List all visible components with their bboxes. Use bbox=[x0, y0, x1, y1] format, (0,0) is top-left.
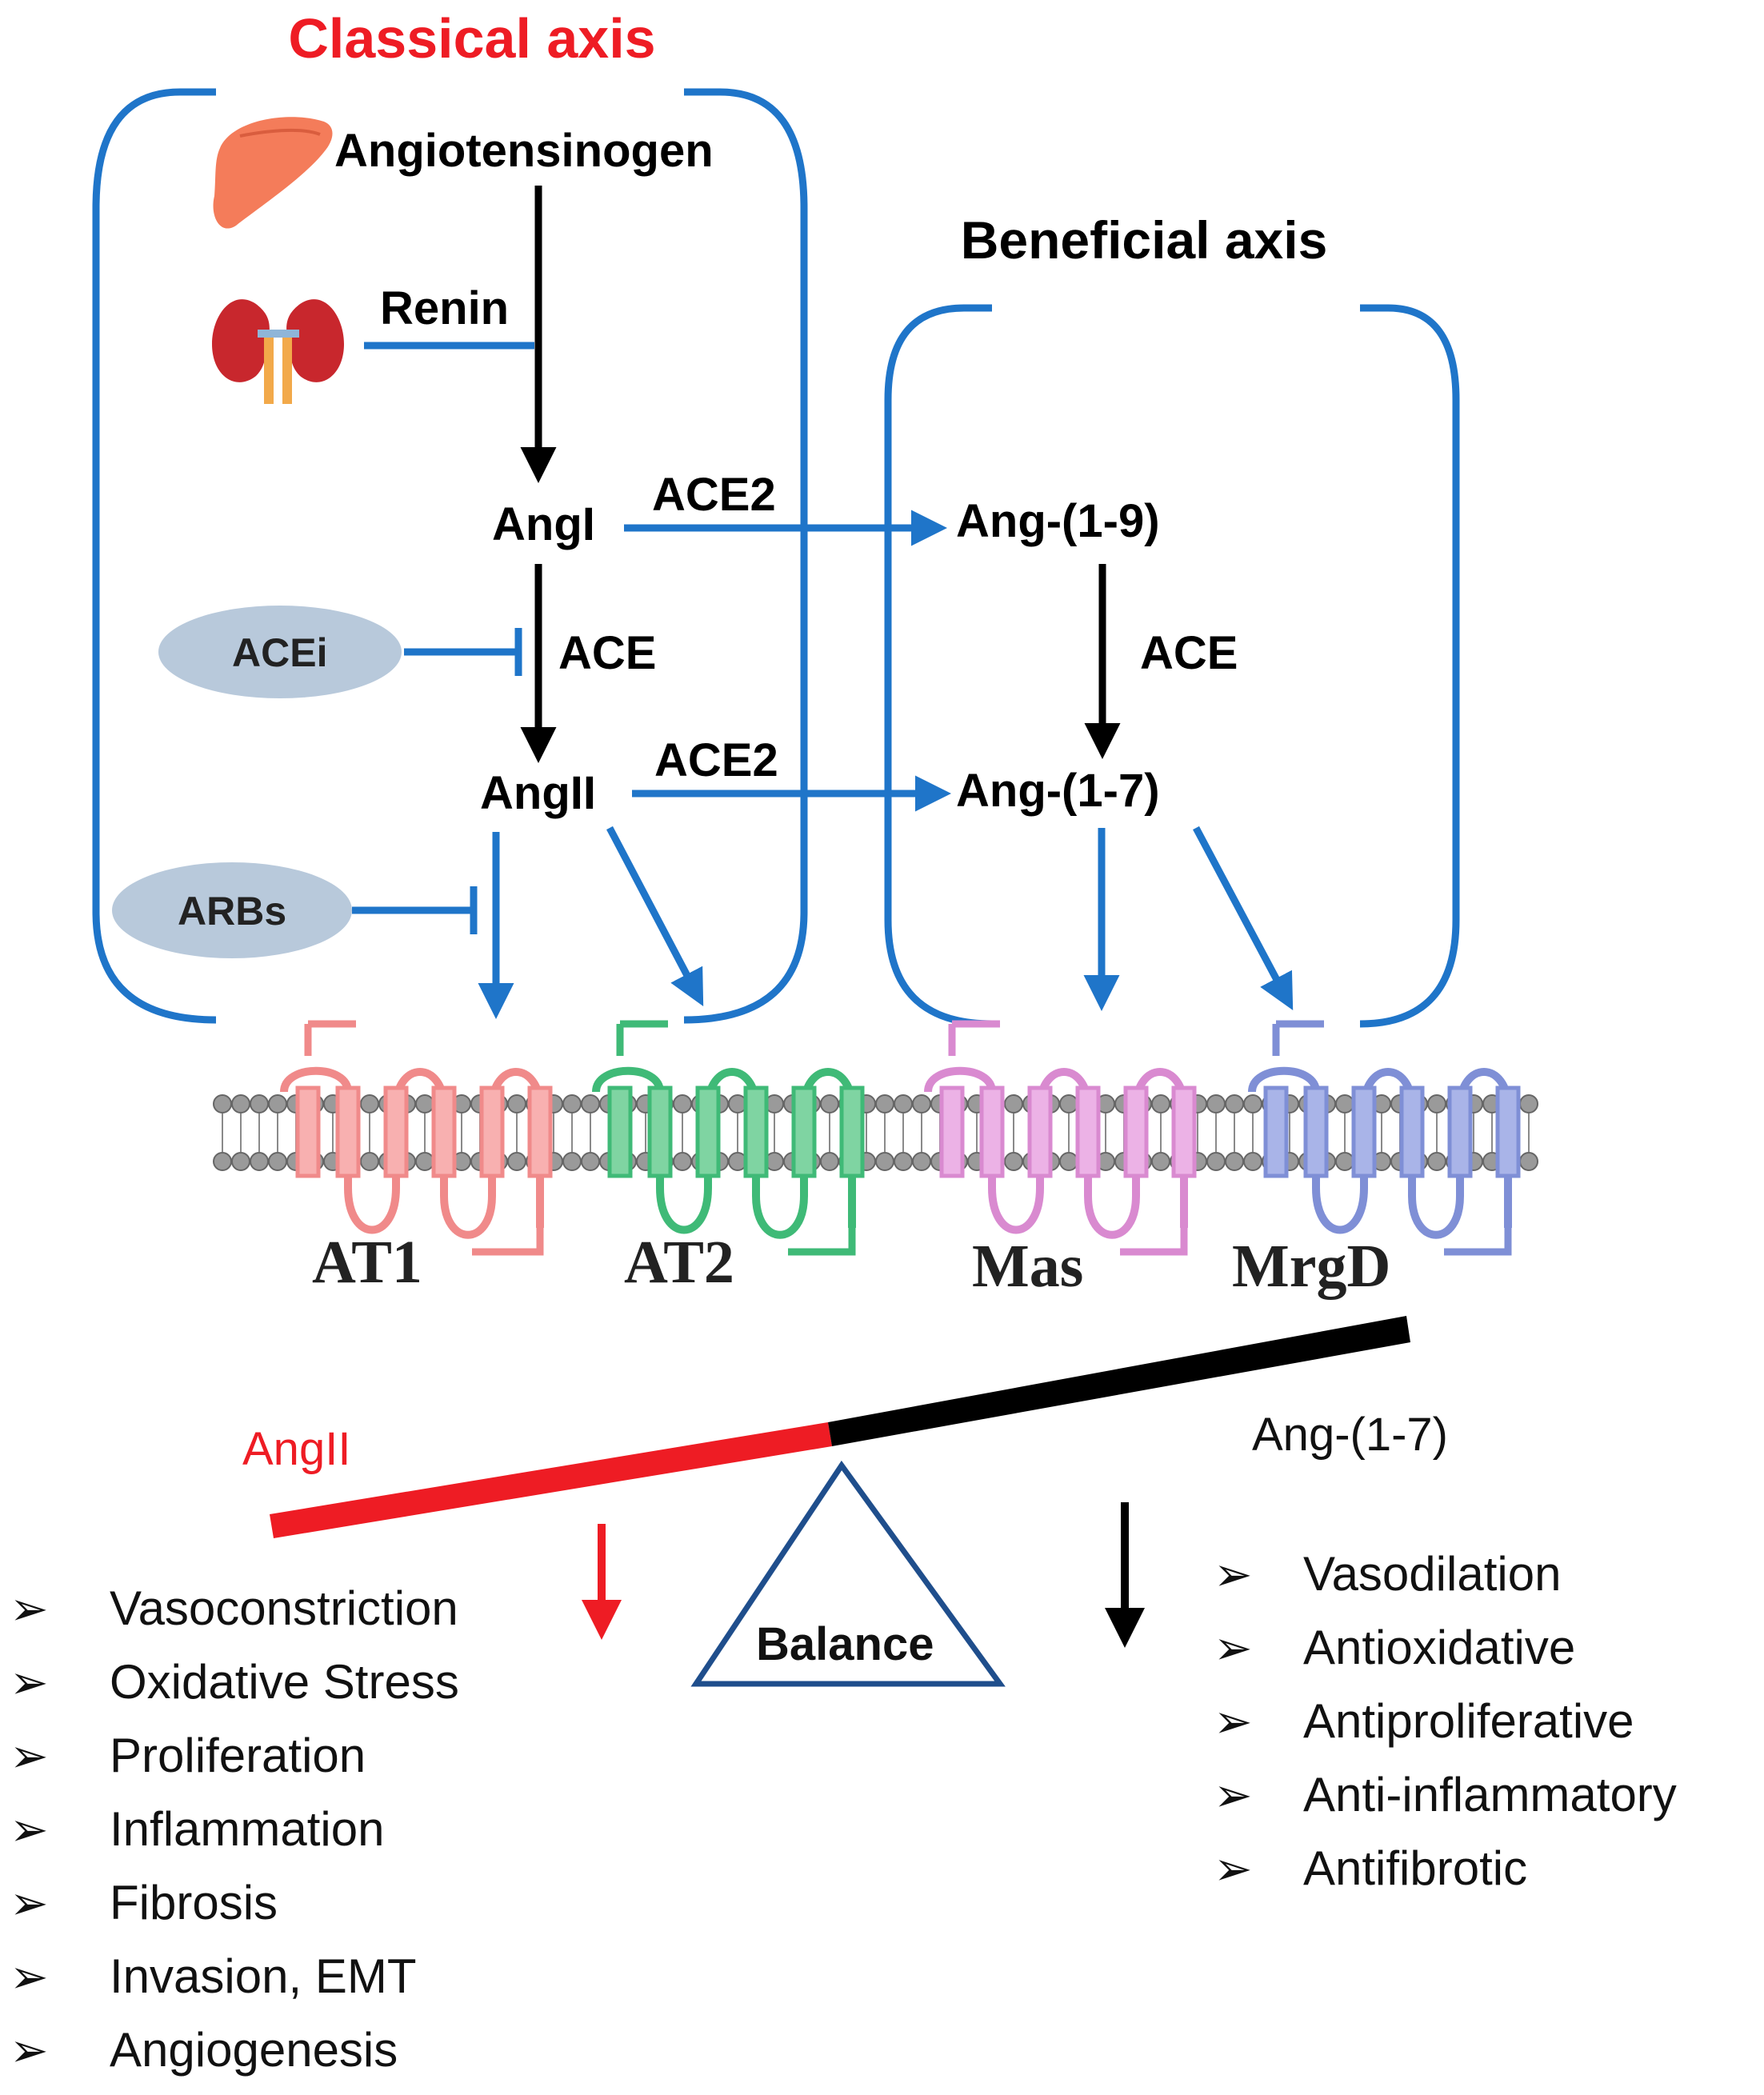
angii-label: AngII bbox=[480, 767, 596, 819]
bullet-arrow-icon: ➢ bbox=[1214, 1694, 1253, 1749]
bullet-arrow-icon: ➢ bbox=[10, 1949, 49, 2004]
bullet-arrow-icon: ➢ bbox=[1214, 1768, 1253, 1822]
kidney-icon bbox=[212, 299, 344, 404]
effect-label: Inflammation bbox=[110, 1802, 385, 1856]
bullet-arrow-icon: ➢ bbox=[10, 1581, 49, 1636]
effect-label: Antifibrotic bbox=[1303, 1841, 1528, 1895]
bullet-arrow-icon: ➢ bbox=[10, 1729, 49, 1783]
balance-center-label: Balance bbox=[756, 1618, 934, 1670]
bullet-arrow-icon: ➢ bbox=[1214, 1841, 1253, 1896]
at2-receptor bbox=[596, 1020, 865, 1256]
bullet-arrow-icon: ➢ bbox=[1214, 1547, 1253, 1601]
bullet-arrow-icon: ➢ bbox=[10, 2023, 49, 2077]
pathway-arrows bbox=[352, 186, 1294, 1019]
balance-beam-black bbox=[828, 1316, 1410, 1446]
balance-beam-red bbox=[270, 1422, 832, 1538]
ace2-top-label: ACE2 bbox=[652, 469, 776, 521]
balance-triangle bbox=[690, 1460, 1006, 1687]
beneficial-axis-title: Beneficial axis bbox=[960, 210, 1328, 270]
ace-left-label: ACE bbox=[558, 627, 657, 679]
bullet-arrow-icon: ➢ bbox=[1214, 1621, 1253, 1675]
mrgd-receptor bbox=[1252, 1020, 1521, 1256]
effect-label: Anti-inflammatory bbox=[1303, 1768, 1677, 1821]
effect-label: Oxidative Stress bbox=[110, 1655, 459, 1709]
liver-icon bbox=[213, 117, 333, 229]
effect-label: Vasoconstriction bbox=[110, 1581, 458, 1635]
ace-right-label: ACE bbox=[1140, 627, 1238, 679]
ang17-label: Ang-(1-7) bbox=[956, 765, 1160, 817]
ace2-bottom-label: ACE2 bbox=[654, 734, 778, 786]
balance-right-label: Ang-(1-7) bbox=[1252, 1409, 1448, 1461]
effect-label: Antiproliferative bbox=[1303, 1694, 1634, 1748]
angiotensinogen-label: Angiotensinogen bbox=[334, 125, 714, 177]
beneficial-axis-bracket bbox=[884, 304, 1460, 1028]
bullet-arrow-icon: ➢ bbox=[10, 1876, 49, 1930]
at1-label: AT1 bbox=[312, 1229, 422, 1296]
balance-scale bbox=[270, 1316, 1410, 1687]
cell-membrane bbox=[213, 1094, 1538, 1171]
arbs-label: ARBs bbox=[178, 889, 287, 934]
effect-label: Fibrosis bbox=[110, 1876, 278, 1929]
mas-receptor bbox=[928, 1020, 1197, 1256]
balance-left-label: AngII bbox=[242, 1423, 351, 1475]
arrow-ang17-to-mrgd bbox=[1193, 826, 1294, 1010]
angi-label: AngI bbox=[492, 498, 595, 550]
mas-label: Mas bbox=[972, 1233, 1084, 1300]
renin-label: Renin bbox=[380, 282, 510, 334]
effect-label: Proliferation bbox=[110, 1729, 366, 1782]
acei-label: ACEi bbox=[232, 630, 328, 675]
at1-receptor bbox=[284, 1020, 553, 1256]
acei-ellipse bbox=[158, 606, 402, 698]
effect-label: Vasodilation bbox=[1303, 1547, 1562, 1601]
effect-label: Antioxidative bbox=[1303, 1621, 1576, 1674]
effect-label: Invasion, EMT bbox=[110, 1949, 417, 2003]
bullet-arrow-icon: ➢ bbox=[10, 1655, 49, 1709]
mrgd-label: MrgD bbox=[1232, 1233, 1391, 1300]
arrow-angii-to-at2 bbox=[606, 826, 704, 1006]
ang19-label: Ang-(1-9) bbox=[956, 495, 1160, 547]
arbs-ellipse bbox=[112, 862, 352, 958]
classical-axis-bracket bbox=[92, 88, 808, 1024]
at2-label: AT2 bbox=[624, 1229, 734, 1296]
effect-label: Angiogenesis bbox=[110, 2023, 398, 2077]
bullet-arrow-icon: ➢ bbox=[10, 1802, 49, 1857]
classical-axis-title: Classical axis bbox=[288, 7, 656, 70]
